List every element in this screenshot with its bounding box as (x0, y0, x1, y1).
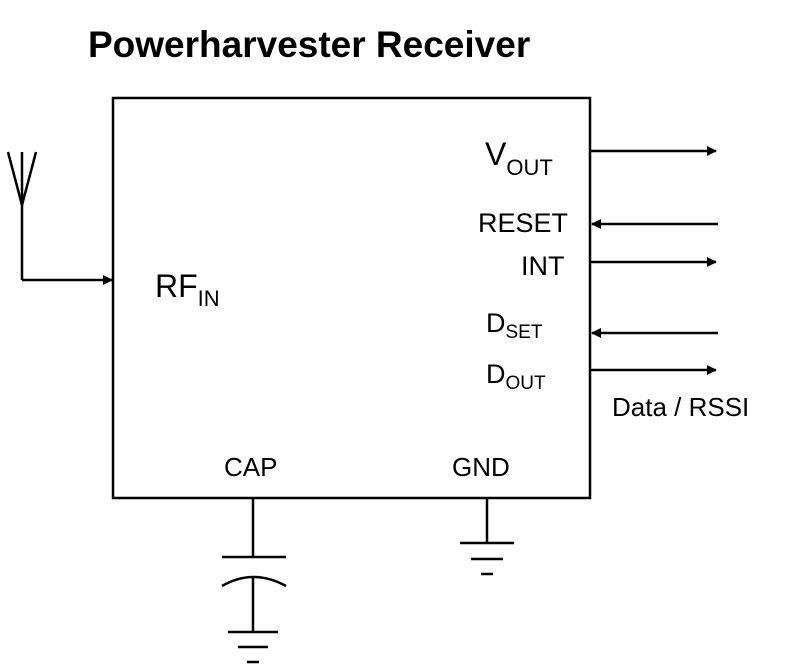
pin-label-d-out: DOUT (486, 359, 546, 394)
pin-label-gnd: GND (452, 452, 510, 482)
pin-label-d-set: DSET (486, 308, 543, 343)
rf-in-main: RF (155, 268, 198, 304)
antenna-icon (6, 151, 38, 280)
receiver-block (111, 96, 592, 500)
ground-icon (460, 498, 514, 576)
d-out-main: D (486, 359, 506, 389)
pin-label-v-out: VOUT (485, 136, 553, 180)
pin-label-reset: RESET (478, 208, 568, 238)
pin-label-int: INT (521, 251, 565, 281)
d-out-sub: OUT (506, 373, 547, 394)
pin-label-cap: CAP (224, 452, 277, 482)
pin-label-rf-in: RFIN (155, 268, 220, 311)
v-out-main: V (485, 136, 507, 172)
rf-in-sub: IN (198, 286, 220, 311)
d-out-annotation: Data / RSSI (612, 392, 749, 422)
d-set-main: D (486, 308, 506, 338)
v-out-sub: OUT (506, 155, 552, 180)
cap-ground-icon (228, 630, 278, 664)
diagram-title: Powerharvester Receiver (88, 24, 530, 65)
capacitor-icon (221, 498, 287, 632)
d-set-sub: SET (506, 322, 543, 343)
